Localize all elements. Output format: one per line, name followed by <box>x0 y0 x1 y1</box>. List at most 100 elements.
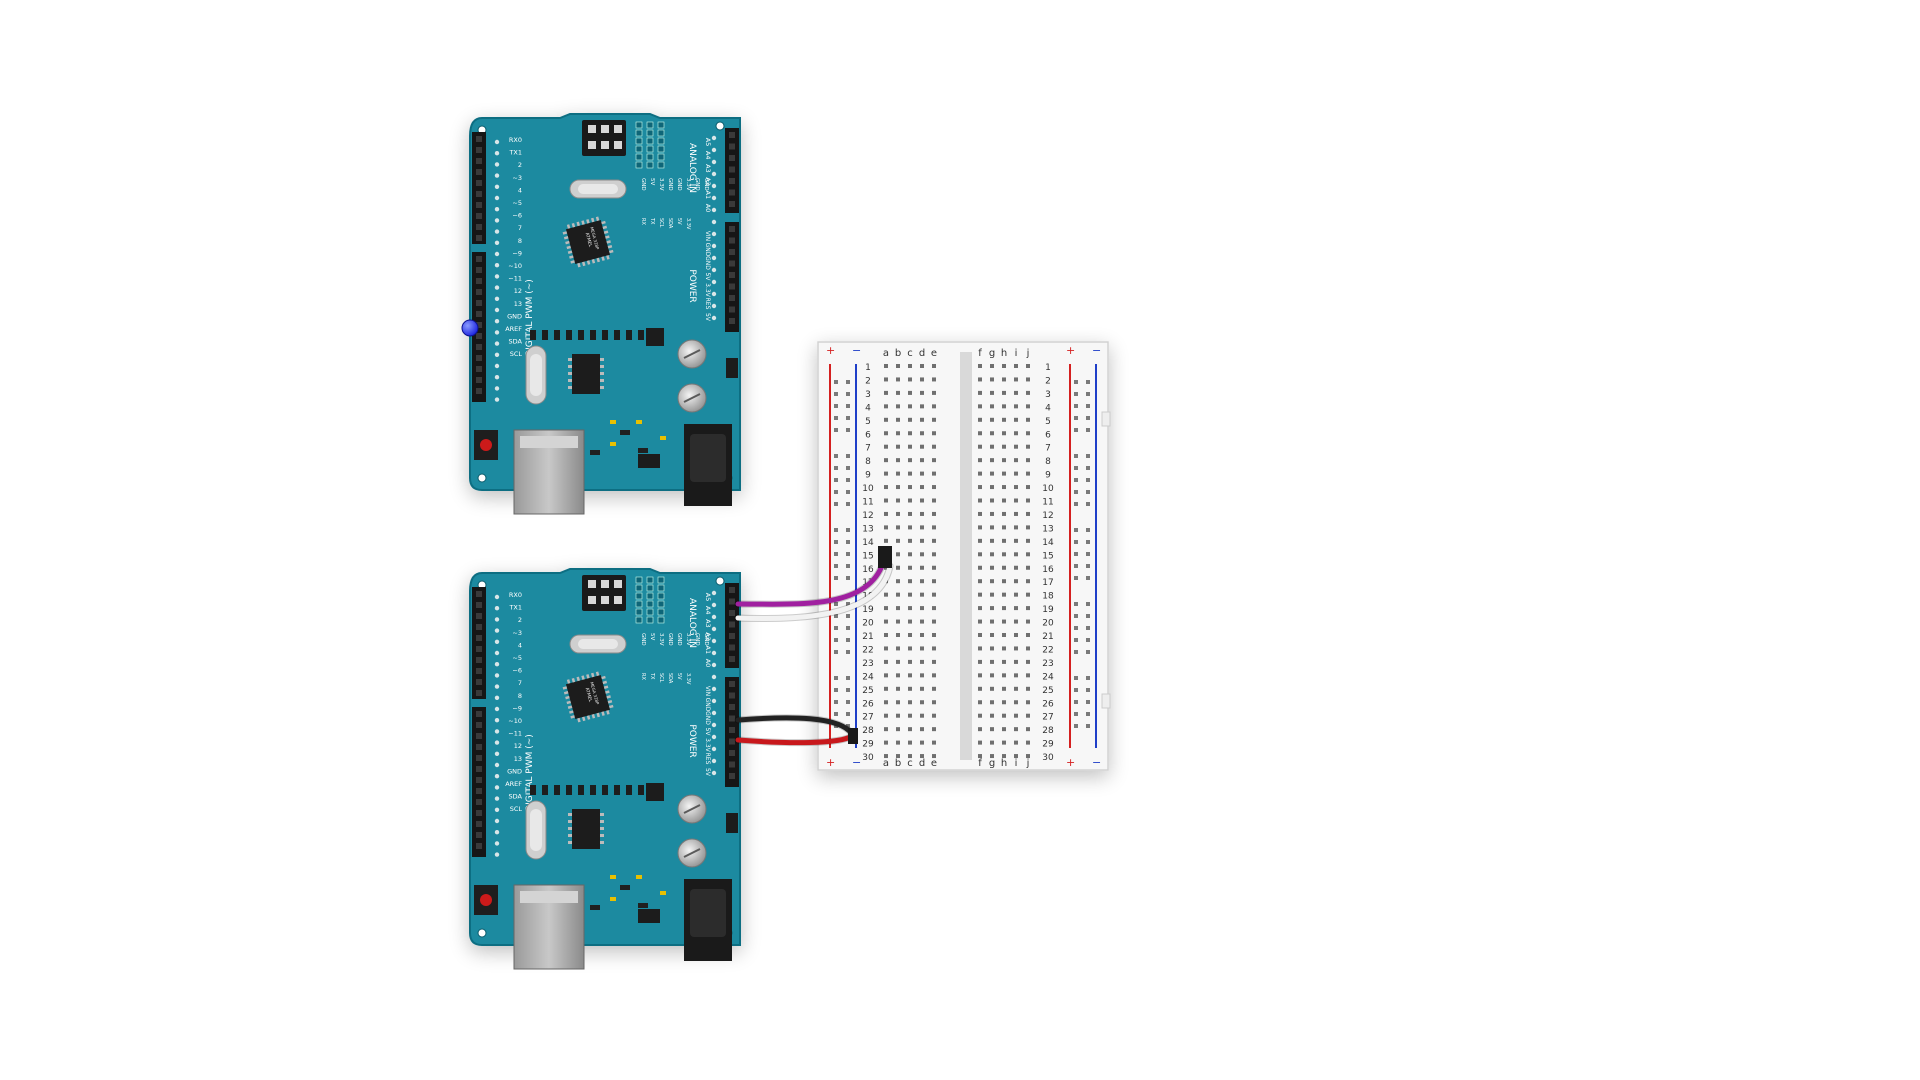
digital-pin-label: 4 <box>518 186 522 194</box>
breadboard-hole <box>990 686 994 691</box>
digital-pin-label: SCL <box>510 805 523 813</box>
breadboard-hole <box>920 713 924 718</box>
breadboard-hole <box>1002 538 1006 543</box>
header-pin <box>476 733 482 739</box>
breadboard-hole <box>990 444 994 449</box>
breadboard-hole <box>978 404 982 409</box>
breadboard-hole <box>932 538 936 543</box>
jumper-pad <box>646 145 654 153</box>
header-pin <box>729 681 735 687</box>
row-number: 7 <box>1045 444 1051 454</box>
jumper-wires <box>734 546 894 747</box>
breadboard-hole <box>908 511 912 516</box>
jumper-pad <box>646 137 654 145</box>
rail-hole <box>1074 688 1078 692</box>
breadboard-hole <box>978 431 982 436</box>
bus-label: TX <box>649 217 655 225</box>
rail-hole <box>1086 540 1090 544</box>
power-label: POWER <box>687 269 697 302</box>
breadboard-hole <box>920 646 924 651</box>
breadboard-hole <box>1014 525 1018 530</box>
icsp-label: 3.3V <box>658 178 664 191</box>
row-number: 21 <box>862 632 873 642</box>
header-pin <box>476 679 482 685</box>
mcu-lead <box>567 250 573 254</box>
row-number: 24 <box>862 672 874 682</box>
breadboard-hole <box>1014 646 1018 651</box>
digital-pin-label: AREF <box>505 325 522 333</box>
column-letter: h <box>1001 348 1007 359</box>
rail-hole <box>1086 650 1090 654</box>
mcu-lead <box>565 240 570 245</box>
icsp-pin <box>588 596 596 604</box>
pin-pad <box>494 774 500 779</box>
digital-pin-label: 8 <box>518 237 522 245</box>
row-number: 30 <box>862 753 874 763</box>
breadboard-hole <box>1002 471 1006 476</box>
breadboard-hole <box>932 444 936 449</box>
mcu-lead <box>577 262 581 268</box>
edge-clip <box>1101 411 1111 427</box>
rail-hole <box>834 502 838 506</box>
rail-hole <box>1086 528 1090 532</box>
breadboard-hole <box>896 727 900 732</box>
breadboard-hole <box>932 458 936 463</box>
breadboard-hole <box>978 552 982 557</box>
jumper-pad <box>646 153 654 161</box>
rail-symbol: − <box>1092 756 1101 769</box>
capacitor-marking <box>683 349 701 359</box>
diode <box>726 813 738 833</box>
smd-component <box>614 330 620 340</box>
mounting-hole <box>477 928 487 938</box>
rail-hole <box>1074 564 1078 568</box>
breadboard-hole <box>932 579 936 584</box>
header-pin <box>476 722 482 728</box>
breadboard-hole <box>990 740 994 745</box>
mcu-lead <box>606 710 610 715</box>
header-pin <box>476 635 482 641</box>
pin-pad <box>494 684 500 689</box>
row-number: 15 <box>862 551 873 561</box>
bus-label: 3.3V <box>685 218 691 230</box>
jumper-pad <box>646 592 654 600</box>
mcu-lead <box>567 705 573 709</box>
pin-pad <box>711 746 717 752</box>
pin-pad <box>494 796 500 801</box>
rail-hole <box>1074 676 1078 680</box>
breadboard-hole <box>920 404 924 409</box>
header-pin <box>476 821 482 827</box>
breadboard-hole <box>1026 740 1030 745</box>
column-letter: f <box>978 348 982 359</box>
breadboard-hole <box>884 727 888 732</box>
header-pin <box>729 633 735 639</box>
mcu-lead <box>586 674 590 679</box>
rail-hole <box>1074 392 1078 396</box>
header-pin <box>476 147 482 153</box>
breadboard-hole <box>920 390 924 395</box>
breadboard-hole <box>990 525 994 530</box>
row-number: 19 <box>1042 605 1054 615</box>
header-pin <box>476 355 482 361</box>
mcu-lead <box>582 261 586 267</box>
smd-component <box>542 785 548 795</box>
breadboard-hole <box>990 659 994 664</box>
header-pin <box>729 143 735 150</box>
breadboard-hole <box>920 525 924 530</box>
rail-hole <box>834 404 838 408</box>
breadboard-hole <box>1002 444 1006 449</box>
breadboard-hole <box>896 700 900 705</box>
breadboard-hole <box>932 700 936 705</box>
pin-pad <box>494 818 500 824</box>
breadboard-hole <box>932 606 936 611</box>
breadboard-hole <box>1026 713 1030 718</box>
analog-pin-label: A5 <box>704 138 712 147</box>
breadboard-hole <box>884 686 888 691</box>
column-letter: j <box>1026 758 1030 769</box>
breadboard-hole <box>1002 633 1006 637</box>
icsp-label: GND <box>694 178 700 191</box>
mcu-lead <box>601 711 605 716</box>
rail-hole <box>834 392 838 396</box>
rail-hole <box>834 576 838 580</box>
usb-chip-lead <box>568 820 572 823</box>
analog-pin-label: A1 <box>704 191 712 200</box>
